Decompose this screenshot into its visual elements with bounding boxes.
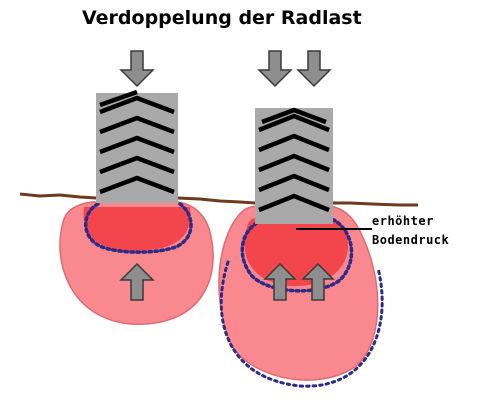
right-compaction-outline [240, 218, 354, 293]
left-load-arrow [119, 50, 155, 88]
left-compaction-zone [83, 207, 191, 252]
left-pressure-bulb [59, 201, 214, 325]
right-tire-tread [258, 107, 330, 213]
down-arrow-icon [257, 50, 293, 88]
left-tire [96, 89, 178, 203]
up-arrow-icon [263, 262, 297, 301]
left-tire-tread [99, 89, 175, 195]
up-arrow-icon [119, 262, 155, 301]
right-pressure-bulb [218, 205, 384, 388]
down-arrow-icon [296, 50, 332, 88]
left-reaction-arrow [119, 262, 155, 301]
down-arrow-icon [119, 50, 155, 88]
right-load-arrows [257, 50, 332, 88]
annotation-line-2: Bodendruck [372, 233, 450, 247]
right-tire [255, 107, 333, 224]
right-reaction-arrows [263, 262, 335, 301]
diagram-title: Verdoppelung der Radlast [82, 7, 362, 29]
pressure-annotation: erhöhter Bodendruck [296, 214, 450, 247]
annotation-line-1: erhöhter [372, 214, 434, 228]
left-compaction-outline [84, 202, 193, 254]
up-arrow-icon [301, 262, 335, 301]
ground-line [19, 192, 418, 207]
right-bulb-outer-outline [219, 260, 384, 388]
